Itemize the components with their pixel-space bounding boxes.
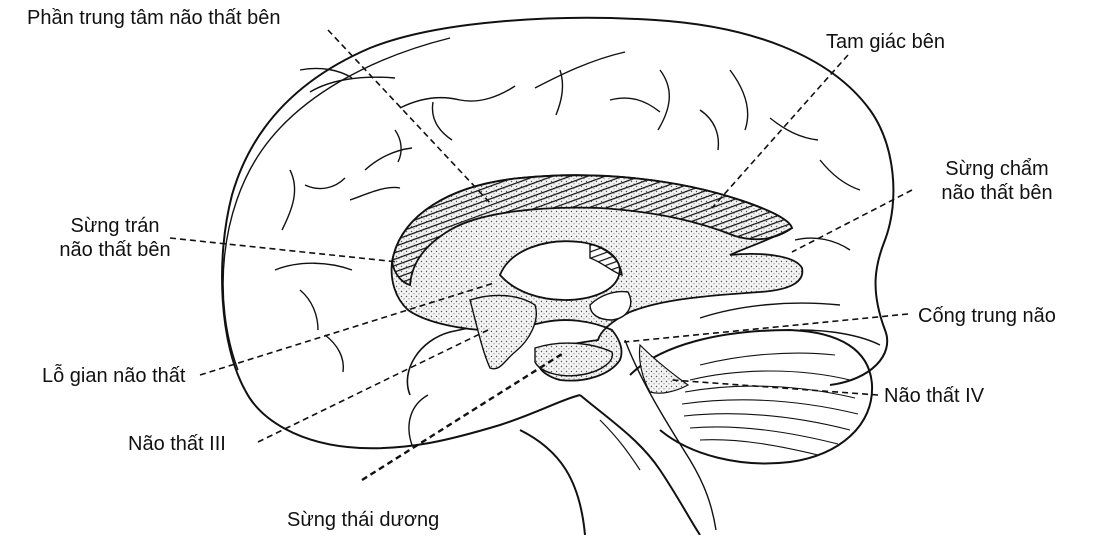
cerebellum-folia xyxy=(682,353,858,455)
leader-frontal-horn xyxy=(170,238,398,262)
label-third-ventricle: Não thất III xyxy=(128,432,226,456)
label-interventricular-foramen: Lỗ gian não thất xyxy=(42,364,185,388)
leader-central-part xyxy=(328,30,492,205)
label-occipital-horn-line2: não thất bên xyxy=(912,181,1082,205)
outer-contour xyxy=(223,38,450,370)
label-frontal-horn-line2: não thất bên xyxy=(50,238,180,262)
third-ventricle-shape xyxy=(470,295,536,368)
leader-lateral-triangle xyxy=(712,55,848,208)
label-frontal-horn: Sừng trán não thất bên xyxy=(50,214,180,262)
label-occipital-horn-line1: Sừng chẩm xyxy=(912,157,1082,181)
brainstem-outline xyxy=(580,395,700,535)
label-fourth-ventricle: Não thất IV xyxy=(884,384,984,408)
label-aqueduct: Cống trung não xyxy=(918,304,1056,328)
leader-third-ventricle xyxy=(258,330,488,442)
leader-aqueduct xyxy=(624,314,908,342)
temporal-pole-curve xyxy=(409,395,428,445)
label-frontal-horn-line1: Sừng trán xyxy=(50,214,180,238)
label-temporal-horn: Sừng thái dương xyxy=(287,508,439,532)
leader-occipital-horn xyxy=(792,190,912,252)
leader-interventricular-foramen xyxy=(200,283,494,375)
temporal-lobe-outline xyxy=(245,390,580,448)
label-occipital-horn: Sừng chẩm não thất bên xyxy=(912,157,1082,205)
brainstem-front xyxy=(520,430,585,535)
label-lateral-triangle: Tam giác bên xyxy=(826,30,945,54)
leader-temporal-horn xyxy=(362,354,562,480)
label-central-part: Phần trung tâm não thất bên xyxy=(27,6,281,30)
